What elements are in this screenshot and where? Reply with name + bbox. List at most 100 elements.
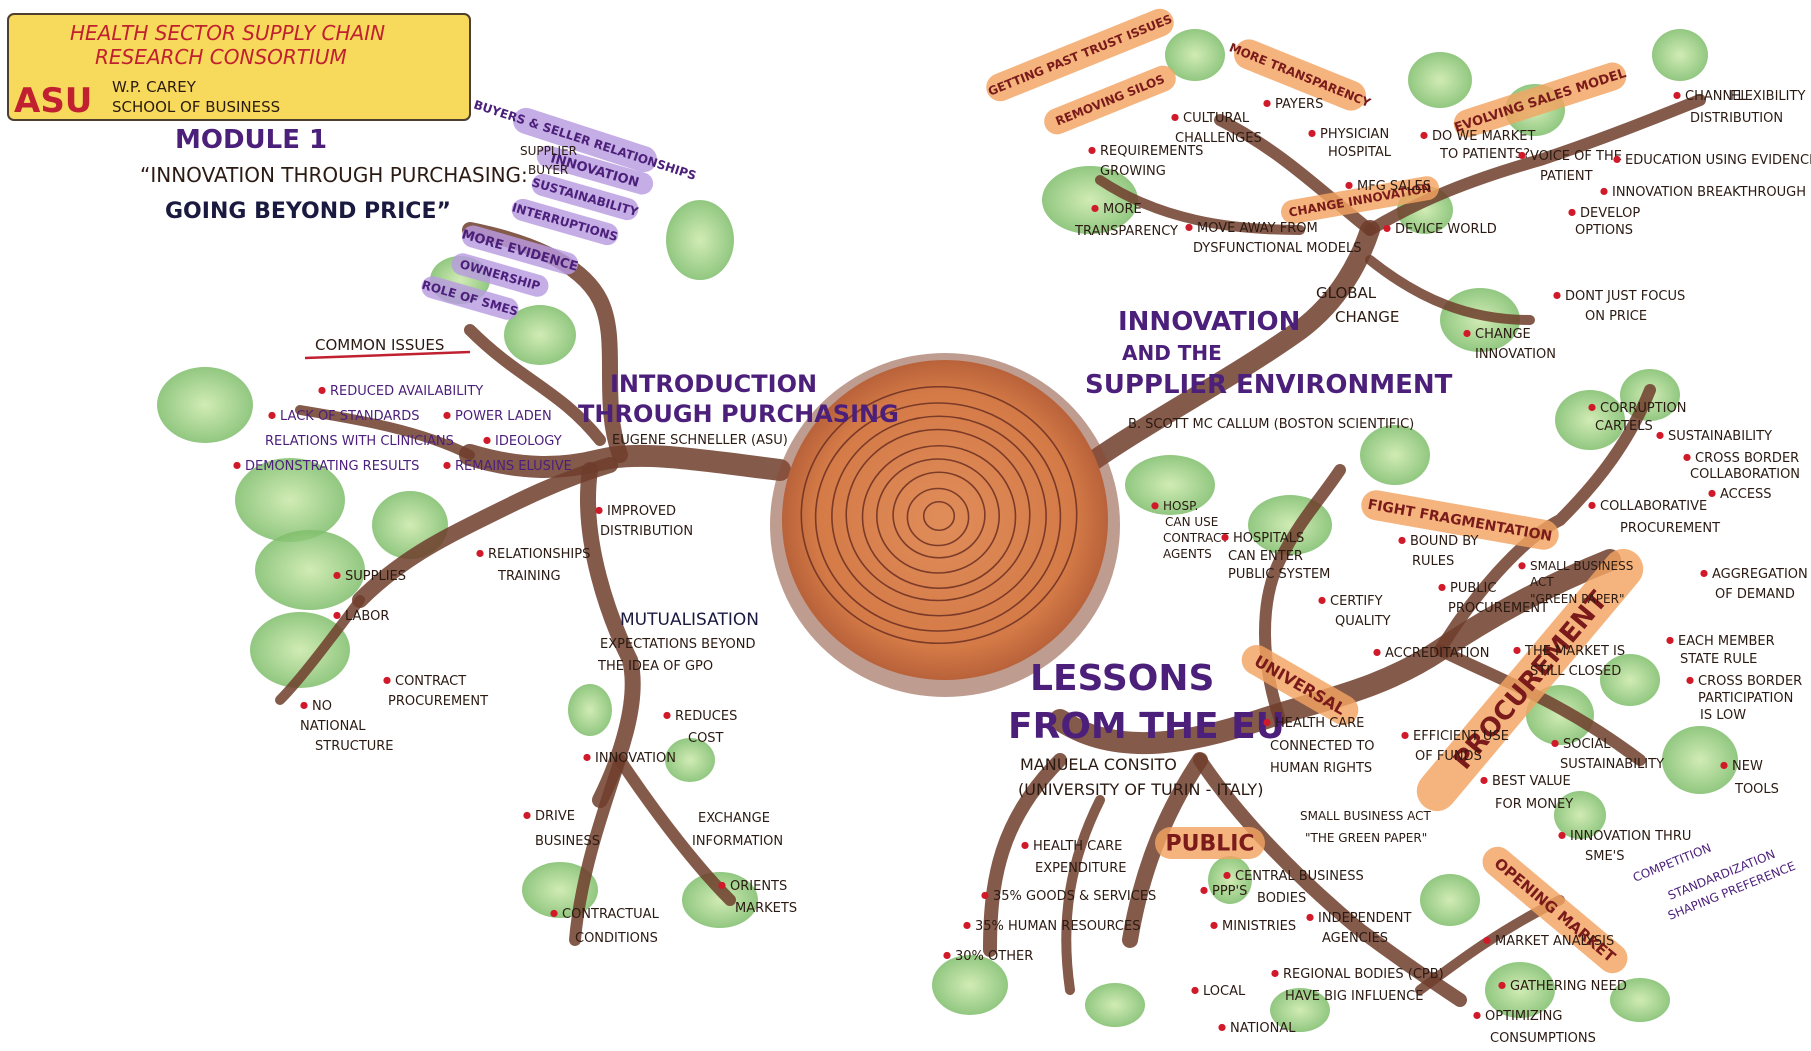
leaf-cluster: [568, 684, 612, 736]
note-other: 30% OTHER: [955, 949, 1033, 964]
note-innovthru1: INNOVATION THRU: [1570, 829, 1691, 844]
bullet-dot: [383, 677, 390, 684]
note-innovthru2: SME'S: [1585, 849, 1625, 864]
note-closed2: STILL CLOSED: [1530, 664, 1621, 679]
note-bestvalue2: FOR MONEY: [1495, 797, 1573, 812]
note-drive2: BUSINESS: [535, 834, 600, 849]
note-requirements2: GROWING: [1100, 164, 1166, 179]
note-ppps: PPP'S: [1212, 884, 1247, 899]
bullet-dot: [1191, 987, 1198, 994]
note-certify1: CERTIFY: [1330, 594, 1383, 609]
note-corruption2: CARTELS: [1595, 419, 1653, 434]
bullet-dot: [1306, 914, 1313, 921]
note-dont2: ON PRICE: [1585, 309, 1647, 324]
header-box: HEALTH SECTOR SUPPLY CHAIN RESEARCH CONS…: [8, 14, 470, 121]
bullet-dot: [483, 437, 490, 444]
supplier-buyer-label: BUYER: [528, 163, 568, 177]
school-line2: SCHOOL OF BUSINESS: [112, 98, 280, 116]
note-voice2: PATIENT: [1540, 169, 1593, 184]
bullet-dot: [1308, 130, 1315, 137]
note-gathering: GATHERING NEED: [1510, 979, 1627, 994]
note-efficient1: EFFICIENT USE: [1413, 729, 1509, 744]
bullet-dot: [1588, 502, 1595, 509]
bullet-dot: [1401, 732, 1408, 739]
note-mutual: MUTUALISATION: [620, 610, 759, 630]
note-smallbiz2: "THE GREEN PAPER": [1305, 831, 1427, 845]
bullet-dot: [1223, 872, 1230, 879]
bullet-dot: [233, 462, 240, 469]
note-smallact1: SMALL BUSINESS: [1530, 559, 1633, 573]
leaf-cluster: [666, 200, 734, 280]
note-aggregation1: AGGREGATION: [1712, 567, 1808, 582]
note-independent2: AGENCIES: [1322, 931, 1388, 946]
bullet-dot: [1686, 677, 1693, 684]
note-global1: GLOBAL: [1316, 284, 1377, 302]
note-mfg: MFG SALES: [1357, 179, 1431, 194]
note-relationships: RELATIONSHIPS: [488, 547, 590, 562]
banner-public: PUBLIC: [1155, 827, 1265, 859]
note-corruption1: CORRUPTION: [1600, 401, 1686, 416]
bullet-dot: [1513, 647, 1520, 654]
supplier-title-2: AND THE: [1122, 341, 1222, 365]
bullet-dot: [300, 702, 307, 709]
note-healthcare1: HEALTH CARE: [1275, 716, 1364, 731]
bullet-dot: [1218, 1024, 1225, 1031]
bullet-dot: [1518, 152, 1525, 159]
subtitle-line1: “INNOVATION THROUGH PURCHASING:: [140, 163, 528, 187]
bullet-dot: [1720, 762, 1727, 769]
bullet-dot: [943, 952, 950, 959]
bullet-dot: [318, 387, 325, 394]
bullet-dot: [1600, 188, 1607, 195]
note-change1: CHANGE: [1475, 327, 1531, 342]
bullet-dot: [1021, 842, 1028, 849]
bullet-dot: [663, 712, 670, 719]
note-common_issues: COMMON ISSUES: [315, 336, 444, 354]
note-power: POWER LADEN: [455, 409, 552, 424]
bullet-dot: [1263, 719, 1270, 726]
bullet-dot: [550, 910, 557, 917]
note-breakthrough: INNOVATION BREAKTHROUGH: [1612, 185, 1806, 200]
bullet-dot: [1498, 982, 1505, 989]
note-crossp2: PARTICIPATION: [1698, 691, 1793, 706]
note-develop2: OPTIONS: [1575, 223, 1633, 238]
note-device: DEVICE WORLD: [1395, 222, 1497, 237]
note-education: EDUCATION USING EVIDENCE: [1625, 153, 1811, 168]
note-bound2: RULES: [1412, 554, 1454, 569]
note-publicproc1: PUBLIC: [1450, 581, 1496, 596]
bullet-dot: [1171, 114, 1178, 121]
note-sustainability: SUSTAINABILITY: [1668, 429, 1772, 444]
note-cross1: CROSS BORDER: [1695, 451, 1799, 466]
note-independent1: INDEPENDENT: [1318, 911, 1412, 926]
note-hospitals3: PUBLIC SYSTEM: [1228, 567, 1330, 582]
note-exchange2: INFORMATION: [692, 834, 783, 849]
note-regional2: HAVE BIG INFLUENCE: [1285, 989, 1423, 1004]
bullet-dot: [1221, 534, 1228, 541]
note-global2: CHANGE: [1335, 308, 1399, 326]
note-closed1: THE MARKET IS: [1524, 644, 1625, 659]
bullet-dot: [1091, 205, 1098, 212]
bullet-dot: [1373, 649, 1380, 656]
note-supplies: SUPPLIES: [345, 569, 406, 584]
bullet-dot: [1708, 490, 1715, 497]
note-market1: DO WE MARKET: [1432, 129, 1535, 144]
note-labor: LABOR: [345, 609, 389, 624]
note-hosp2: CAN USE: [1165, 515, 1218, 529]
note-improved2: DISTRIBUTION: [600, 524, 693, 539]
note-cultural1: CULTURAL: [1183, 111, 1250, 126]
leaf-cluster: [932, 955, 1008, 1015]
note-elusive: REMAINS ELUSIVE: [455, 459, 572, 474]
bullet-dot: [523, 812, 530, 819]
note-local: LOCAL: [1203, 984, 1246, 999]
note-expect1: EXPECTATIONS BEYOND: [600, 637, 756, 652]
note-innovation: INNOVATION: [595, 751, 676, 766]
bullet-dot: [1151, 502, 1158, 509]
bullet-dot: [1483, 937, 1490, 944]
note-exchange1: EXCHANGE: [698, 811, 770, 826]
note-reduces2: COST: [688, 731, 724, 746]
eu-title-1: LESSONS: [1030, 658, 1214, 699]
note-nonational3: STRUCTURE: [315, 739, 394, 754]
bullet-dot: [981, 892, 988, 899]
note-reduced: REDUCED AVAILABILITY: [330, 384, 483, 399]
leaf-cluster: [1600, 654, 1660, 706]
note-each2: STATE RULE: [1680, 652, 1757, 667]
